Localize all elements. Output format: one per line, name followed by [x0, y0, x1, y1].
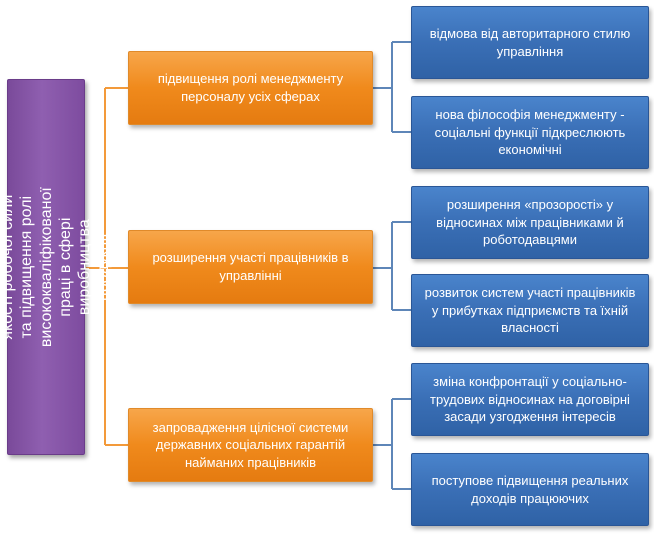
leaf-label-2-1: розширення «прозорості» у відносинах між…	[436, 197, 624, 248]
leaf-box-1-1: відмова від авторитарного стилю управлін…	[411, 6, 649, 79]
connector-root-spine	[86, 88, 106, 445]
leaf-box-2-2: розвиток систем участі працівників у при…	[411, 274, 649, 347]
branch-label-1: підвищення ролі менеджменту персоналу ус…	[157, 71, 344, 104]
branch-box-1: підвищення ролі менеджменту персоналу ус…	[128, 51, 373, 125]
leaf-label-1-2: нова філософія менеджменту - соціальні ф…	[434, 107, 626, 158]
leaf-label-3-2: поступове підвищення реальних доходів пр…	[431, 472, 629, 506]
root-label: формування нової якості робочої сили та …	[0, 187, 112, 347]
root-box: формування нової якості робочої сили та …	[0, 79, 112, 455]
leaf-label-1-1: відмова від авторитарного стилю управлін…	[429, 25, 631, 59]
branch-label-2: розширення участі працівників в управлін…	[152, 250, 349, 283]
connector-branch-2-leaves	[373, 221, 411, 311]
leaf-label-3-1: зміна конфронтації у соціально-трудових …	[430, 374, 630, 425]
leaf-box-3-2: поступове підвищення реальних доходів пр…	[411, 453, 649, 526]
leaf-box-3-1: зміна конфронтації у соціально-трудових …	[411, 363, 649, 436]
connector-branch-1-leaves	[373, 41, 411, 133]
leaf-box-1-2: нова філософія менеджменту - соціальні ф…	[411, 96, 649, 169]
branch-box-2: розширення участі працівників в управлін…	[128, 230, 373, 304]
branch-box-3: запровадження цілісної системи державних…	[128, 408, 373, 482]
branch-label-3: запровадження цілісної системи державних…	[152, 419, 349, 470]
leaf-box-2-1: розширення «прозорості» у відносинах між…	[411, 186, 649, 259]
leaf-label-2-2: розвиток систем участі працівників у при…	[424, 285, 636, 336]
connector-branch-3-leaves	[373, 398, 411, 490]
